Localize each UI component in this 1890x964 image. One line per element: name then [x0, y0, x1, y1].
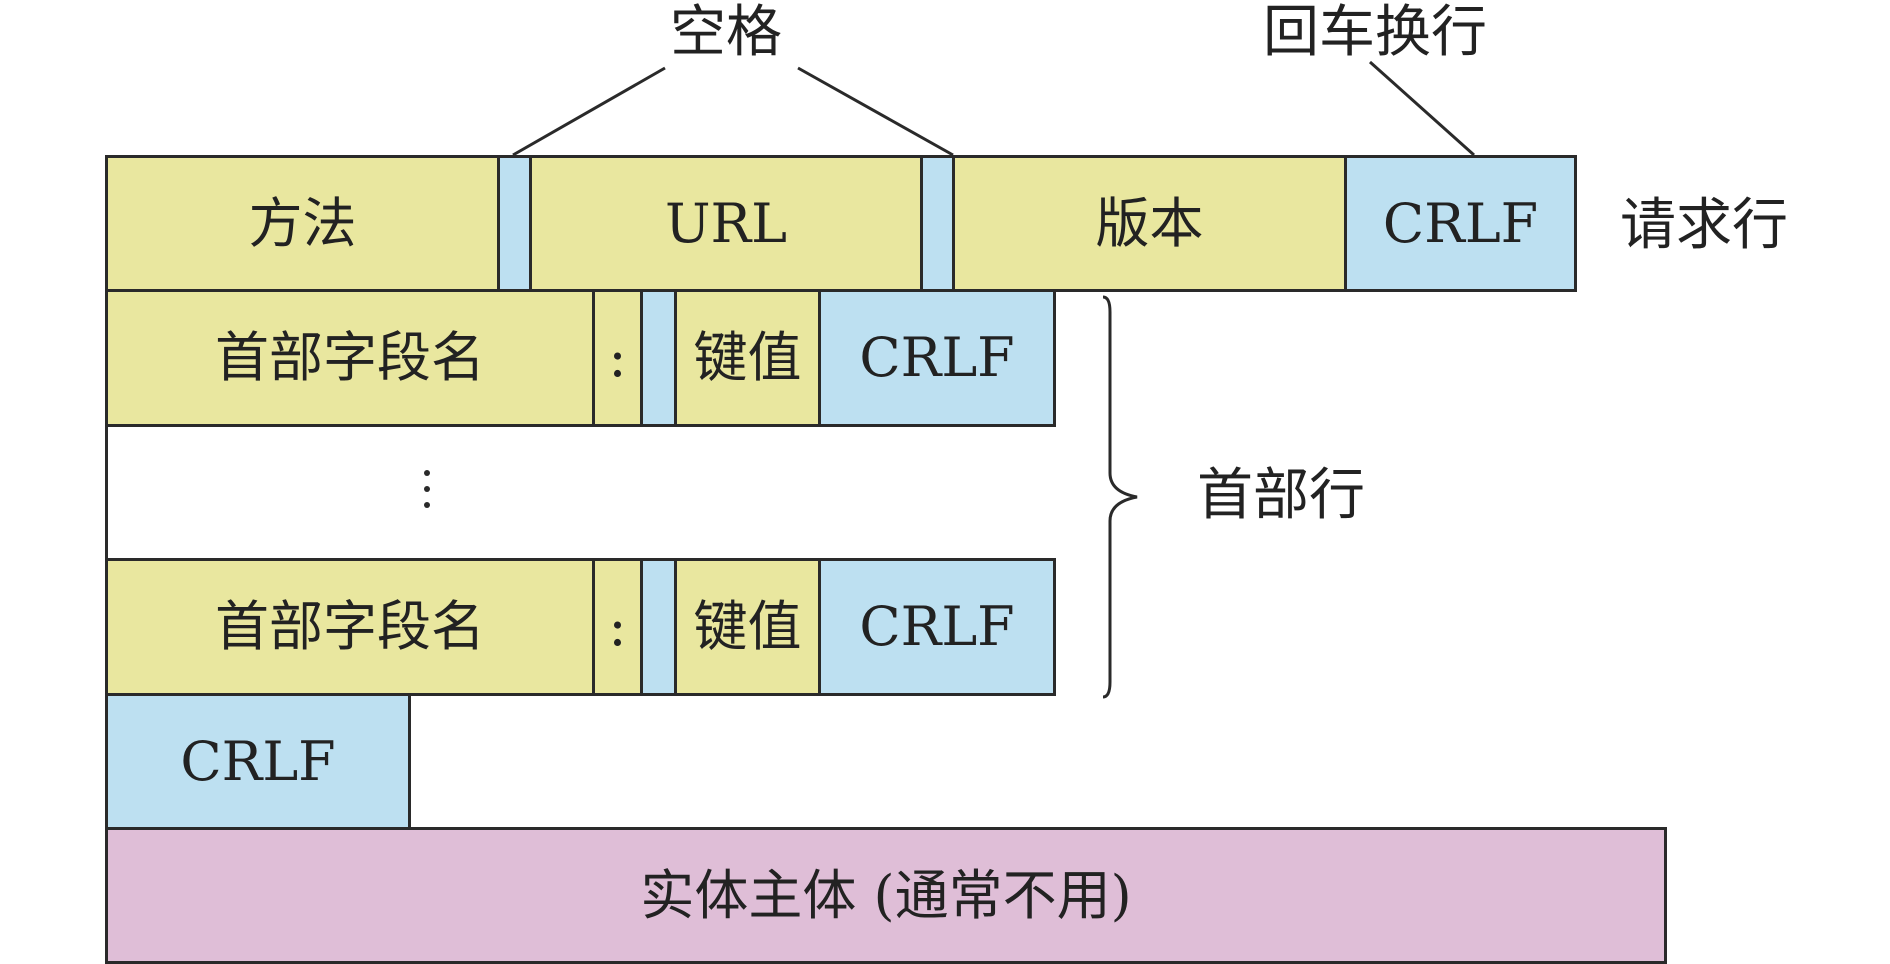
header-space-cell	[640, 289, 677, 427]
request-line-label: 请求行	[1620, 193, 1788, 258]
blank-line-crlf-cell: CRLF	[105, 693, 411, 830]
header-colon-cell: :	[592, 558, 643, 696]
header-lines-label: 首部行	[1197, 463, 1365, 528]
ellipsis-dot	[424, 502, 430, 508]
space-cell-2	[920, 155, 955, 292]
header-lines-brace	[1102, 295, 1138, 699]
crlf-note-label: 回车换行	[1263, 0, 1487, 65]
space-connector-right	[797, 66, 954, 157]
version-cell: 版本	[952, 155, 1347, 292]
header-field-name-cell: 首部字段名	[105, 558, 595, 696]
header-crlf-cell: CRLF	[818, 558, 1056, 696]
header-value-cell: 键值	[674, 289, 821, 427]
header-gap-border	[105, 424, 108, 561]
crlf-connector	[1369, 60, 1475, 157]
request-line-crlf-cell: CRLF	[1344, 155, 1577, 292]
space-label: 空格	[670, 0, 782, 65]
url-cell: URL	[529, 155, 923, 292]
header-colon-cell: :	[592, 289, 643, 427]
ellipsis-vertical-icon	[417, 470, 437, 508]
header-value-cell: 键值	[674, 558, 821, 696]
ellipsis-dot	[424, 470, 430, 476]
ellipsis-dot	[424, 486, 430, 492]
method-cell: 方法	[105, 155, 500, 292]
space-connector-left	[512, 66, 666, 157]
space-cell-1	[497, 155, 532, 292]
header-field-name-cell: 首部字段名	[105, 289, 595, 427]
entity-body-cell: 实体主体 (通常不用)	[105, 827, 1667, 964]
header-space-cell	[640, 558, 677, 696]
header-crlf-cell: CRLF	[818, 289, 1056, 427]
